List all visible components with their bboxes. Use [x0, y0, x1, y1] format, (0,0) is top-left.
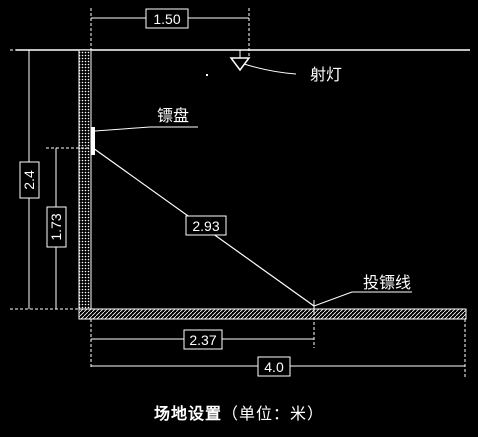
dim-diagonal-value: 2.93	[192, 218, 219, 234]
spotlight-icon	[229, 57, 251, 72]
spotlight-label: 射灯	[310, 66, 342, 84]
dim-height-box	[19, 161, 40, 199]
spotlight-speck	[206, 74, 208, 76]
dim-board-box	[46, 206, 67, 248]
throw-line-label: 投镖线	[363, 274, 411, 292]
dim-spot-value: 1.50	[153, 11, 180, 27]
caption-title: 场地设置	[153, 404, 222, 423]
dim-board-value: 1.73	[48, 213, 64, 240]
dartboard-leader	[94, 126, 151, 132]
spotlight-leader	[243, 63, 297, 75]
wall	[78, 49, 92, 311]
dim-height-value: 2.4	[21, 170, 37, 190]
throw-line-leader	[313, 291, 353, 307]
dim-diagonal-box	[185, 215, 227, 236]
dim-spot-box	[145, 8, 189, 29]
caption-unit: （单位：米）	[222, 404, 325, 423]
dim-throw-box	[183, 329, 223, 350]
dim-throw-value: 2.37	[189, 332, 216, 348]
diagram-caption: 场地设置（单位：米）	[0, 400, 478, 424]
dartboard-label: 镖盘	[157, 106, 189, 125]
floor	[78, 308, 467, 320]
dim-floor-value: 4.0	[264, 359, 284, 375]
dartboard-plate	[91, 127, 95, 155]
dim-floor-box	[257, 356, 291, 377]
